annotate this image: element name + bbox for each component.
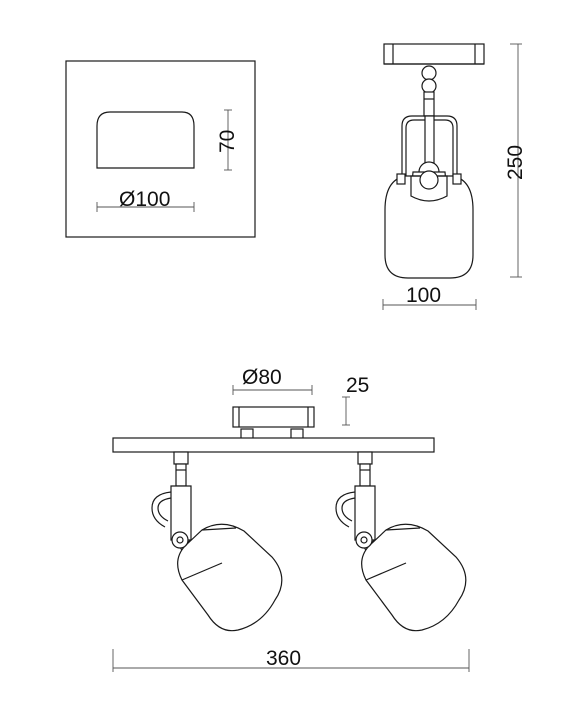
front-view-spot-left-collar [173,451,189,465]
front-view-spot-left-shade-rim [201,527,237,531]
top-view-plate-outline [65,60,256,238]
side-view-stem [423,91,435,117]
top-view: 70 Ø100 [65,60,256,238]
front-view-spot-right [335,451,467,632]
front-view-spot-right-shade-seam [365,562,407,581]
front-view-spot-right-shade-rim [385,527,421,531]
front-view-spot-right-collar [357,451,373,465]
top-view-fixture-opening [96,111,195,169]
side-view-height-label: 250 [504,145,527,180]
front-view-spot-right-cable-outer [335,491,356,528]
side-view-arm [424,115,435,165]
front-view-spot-right-cable-inner [341,497,356,522]
front-view-spot-left-cable-inner [157,497,172,522]
front-view-spot-left-shade-seam [181,562,223,581]
front-view-canopy [232,406,315,428]
front-view-diameter-label: Ø80 [242,366,282,389]
top-view-diameter-label: Ø100 [119,188,170,211]
side-view-joint-lower [421,78,437,94]
front-view-spot-left [151,451,283,632]
front-view-depth-label: 25 [346,374,369,397]
front-view-spot-right-stem [359,463,371,487]
front-view-bar [112,437,435,453]
front-view-spot-left-stem [175,463,187,487]
front-view-spot-right-shade [361,523,467,632]
front-view-spot-left-cable-outer [151,491,172,528]
side-view-pivot-knob [419,170,439,190]
side-view-joint-upper [421,65,437,81]
front-view-spot-left-pivot-center [176,536,184,544]
top-view-height-label: 70 [216,130,239,153]
side-view-shade-collar [410,175,448,202]
front-view-spot-right-pivot-center [360,536,368,544]
side-view-clip-right [452,173,462,185]
front-view: Ø80 25 [112,366,470,672]
front-view-spot-left-shade [177,523,283,632]
side-view-width-label: 100 [406,284,441,307]
side-view-clip-left [396,173,406,185]
side-view-shade [384,175,474,279]
front-view-length-label: 360 [266,647,301,670]
side-view-canopy [383,43,485,65]
side-view: 250 100 [382,43,527,310]
